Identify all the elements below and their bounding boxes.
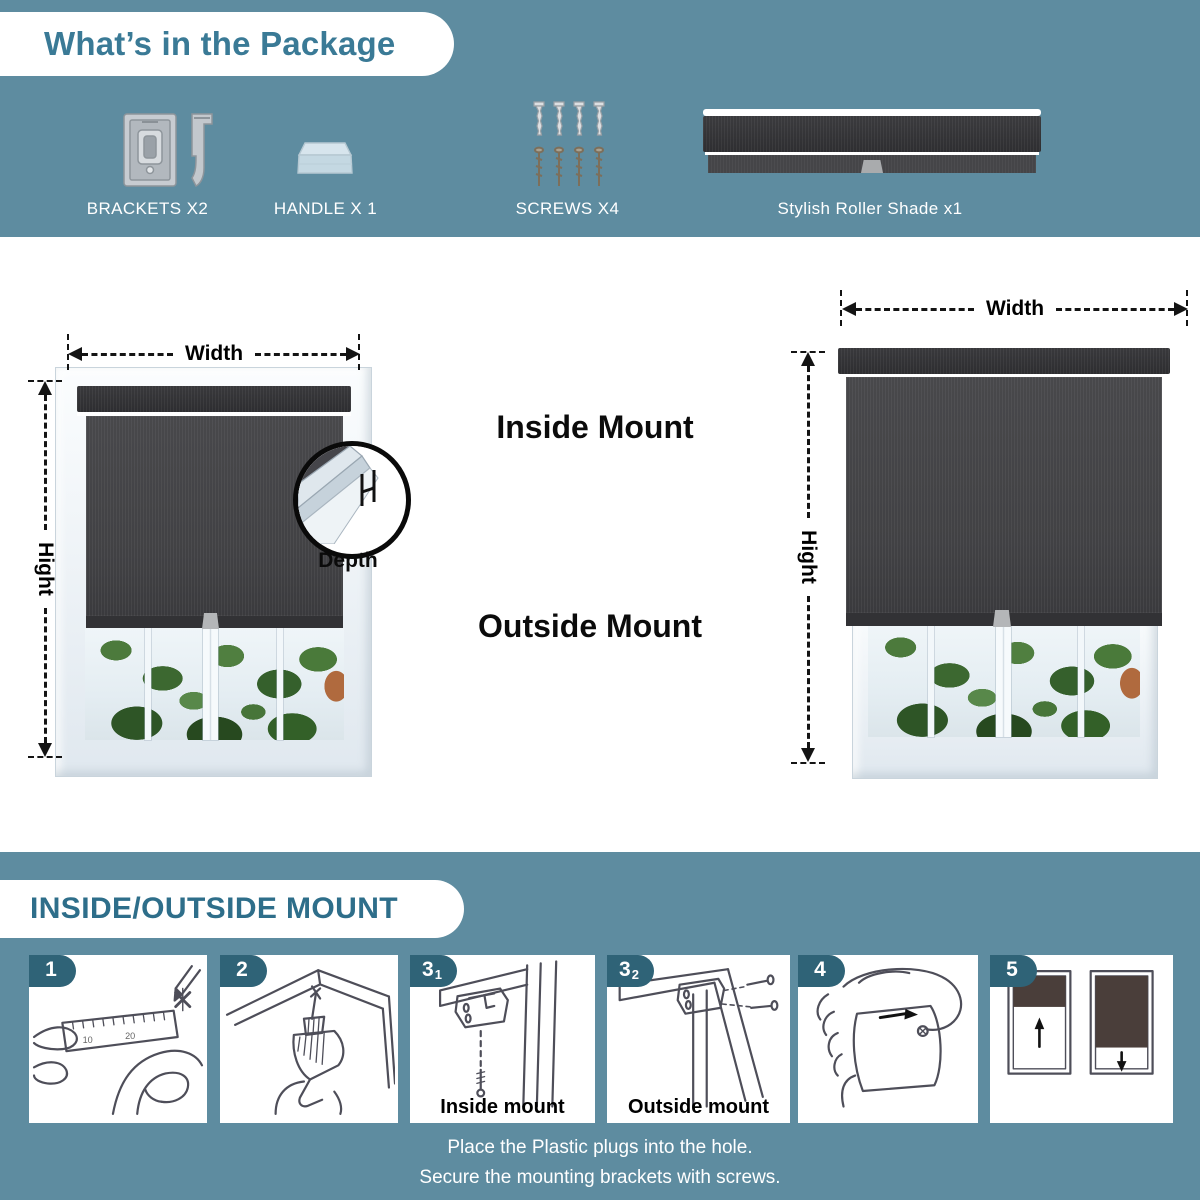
roller-shade-label: Stylish Roller Shade x1 — [777, 199, 963, 218]
inside-shade-pull-tab — [202, 613, 219, 629]
roller-shade-top-strip — [703, 109, 1041, 116]
outside-height-arrow: Hight — [797, 352, 820, 762]
package-section: What’s in the Package BRACKETS X2 — [0, 0, 1200, 237]
inside-width-arrow: Width — [68, 342, 360, 365]
height-end-tick — [791, 762, 825, 764]
pull-shade-illustration-icon — [993, 959, 1170, 1109]
package-title-banner: What’s in the Package — [0, 12, 454, 76]
arrow-head-left-icon — [68, 347, 82, 361]
width-end-tick — [840, 290, 842, 326]
outside-mount-heading: Outside Mount — [478, 608, 702, 644]
height-label: Hight — [797, 530, 820, 584]
outside-width-arrow: Width — [842, 297, 1188, 320]
instructions-title-banner: INSIDE/OUTSIDE MOUNT — [0, 880, 464, 938]
instructions-title: INSIDE/OUTSIDE MOUNT — [30, 892, 399, 925]
inside-mount-tag: Inside mount — [440, 1096, 565, 1118]
step-1-panel: 1 10 20 Measure and mark with pencil. — [29, 955, 207, 1123]
arrow-head-down-icon — [801, 748, 815, 762]
inside-bracket-illustration-icon — [413, 959, 592, 1109]
outside-shade-fabric — [846, 377, 1162, 613]
depth-label: Depth — [318, 549, 378, 572]
roller-shade-lip — [705, 152, 1039, 155]
inside-height-arrow: Hight — [34, 381, 57, 757]
measure-illustration-icon: 10 20 — [32, 959, 204, 1117]
outside-shade-pull-tab — [993, 610, 1011, 627]
outside-bracket-illustration-icon — [610, 959, 787, 1109]
depth-magnifier — [293, 441, 411, 559]
step-5-panel: 5 Gently pull up and down. — [990, 955, 1173, 1123]
arrow-head-left-icon — [842, 302, 856, 316]
ruler-number: 10 — [83, 1035, 93, 1045]
package-title: What’s in the Package — [44, 25, 396, 62]
arrow-head-up-icon — [801, 352, 815, 366]
outside-mount-tag: Outside mount — [627, 1096, 770, 1118]
window-mullion — [277, 628, 283, 740]
handle-icon — [297, 131, 355, 181]
brackets-label: BRACKETS X2 — [86, 199, 209, 218]
arrow-head-right-icon — [346, 347, 360, 361]
mount-shade-illustration-icon — [801, 959, 975, 1109]
inside-mount-heading: Inside Mount — [496, 409, 694, 445]
width-label: Width — [184, 342, 244, 365]
step-4-panel: 4 Mount shades in brackets. — [798, 955, 978, 1123]
ruler-number: 20 — [125, 1031, 135, 1041]
window-center-mullion — [203, 628, 218, 740]
step-5-badge: 5 — [990, 955, 1037, 987]
step-2-panel: 2 Punch holes at the marked locations. — [220, 955, 398, 1123]
window-mullion — [1078, 625, 1084, 737]
width-label: Width — [985, 297, 1045, 320]
screws-label: SCREWS X4 — [515, 199, 620, 218]
drill-illustration-icon — [223, 959, 395, 1117]
step-4-badge: 4 — [798, 955, 845, 987]
inside-shade-roll — [77, 386, 351, 412]
arrow-head-down-icon — [38, 743, 52, 757]
window-center-mullion — [996, 625, 1011, 737]
step-1-badge: 1 — [29, 955, 76, 987]
brackets-icon — [112, 108, 224, 194]
inside-shade-lip — [77, 412, 351, 416]
window-mullion — [145, 628, 151, 740]
outside-shade-roll — [838, 348, 1170, 374]
roller-shade-icon — [703, 109, 1041, 175]
outside-shade-lip — [838, 374, 1170, 377]
height-end-tick — [28, 756, 62, 758]
handle-label: HANDLE X 1 — [273, 199, 378, 218]
height-label: Hight — [34, 542, 57, 596]
roller-shade-pull-tab — [861, 160, 883, 173]
arrow-head-up-icon — [38, 381, 52, 395]
window-mullion — [928, 625, 934, 737]
arrow-head-right-icon — [1174, 302, 1188, 316]
step-2-badge: 2 — [220, 955, 267, 987]
screws-icon — [528, 100, 608, 186]
depth-detail-icon — [298, 446, 396, 545]
roller-shade-roll — [703, 116, 1041, 152]
step-3-caption: Place the Plastic plugs into the hole. S… — [419, 1137, 781, 1189]
